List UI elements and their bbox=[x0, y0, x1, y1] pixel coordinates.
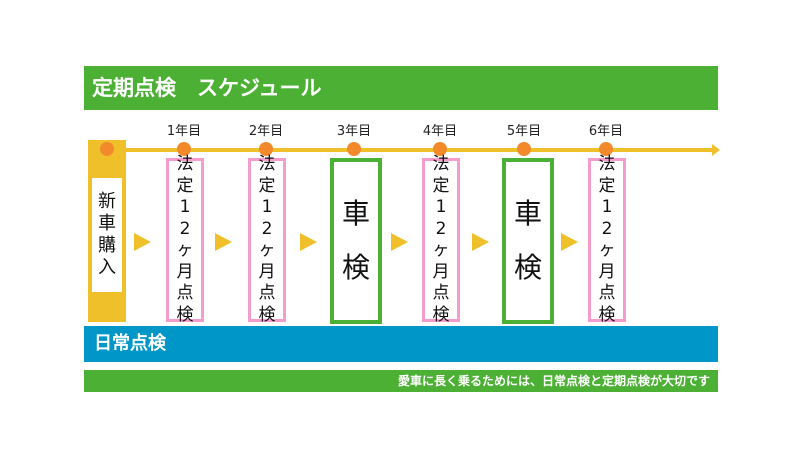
step-char: 1 bbox=[435, 197, 447, 217]
year-label-5: 5年目 bbox=[506, 124, 542, 139]
step-char: 定 bbox=[176, 175, 194, 196]
step-char: 検 bbox=[598, 304, 616, 325]
timeline-dot-2 bbox=[259, 142, 273, 156]
step-arrow-2 bbox=[215, 233, 232, 251]
step-char: 検 bbox=[513, 251, 542, 284]
timeline-dot-5 bbox=[517, 142, 531, 156]
step-box-legal-4: 法 定 1 2 ヶ 月 点 検 bbox=[588, 154, 626, 325]
step-char: 法 bbox=[432, 154, 450, 174]
step-arrow-3 bbox=[300, 233, 317, 251]
step-char: 2 bbox=[601, 218, 613, 239]
step-char: 車 bbox=[513, 197, 542, 230]
step-char: 月 bbox=[432, 261, 450, 282]
new-car-char: 購 bbox=[98, 235, 116, 256]
step-char: ヶ bbox=[432, 240, 450, 260]
step-box-legal-3: 法 定 1 2 ヶ 月 点 検 bbox=[422, 154, 460, 325]
step-char: 月 bbox=[598, 261, 616, 282]
step-box-shaken-2: 車 検 bbox=[502, 158, 554, 324]
timeline-dot-1 bbox=[177, 142, 191, 156]
new-car-char: 車 bbox=[98, 213, 116, 234]
step-char: 2 bbox=[179, 218, 191, 239]
year-label-2: 2年目 bbox=[248, 124, 284, 139]
step-char: ヶ bbox=[176, 240, 194, 260]
step-char: 2 bbox=[261, 218, 273, 239]
step-char: ヶ bbox=[598, 240, 616, 260]
year-label-4: 4年目 bbox=[422, 124, 458, 139]
step-char: 点 bbox=[598, 283, 616, 303]
step-char: 定 bbox=[258, 175, 276, 196]
step-char: ヶ bbox=[258, 240, 276, 260]
timeline-line bbox=[96, 148, 718, 152]
timeline-dot-6 bbox=[599, 142, 613, 156]
step-char: 定 bbox=[598, 175, 616, 196]
daily-inspection-bar: 日常点検 bbox=[84, 326, 718, 362]
step-char: 検 bbox=[432, 304, 450, 325]
step-char: 点 bbox=[176, 283, 194, 303]
step-char: 点 bbox=[432, 283, 450, 303]
step-arrow-1 bbox=[134, 233, 151, 251]
new-car-label: 新 車 購 入 bbox=[92, 178, 122, 292]
step-char: 法 bbox=[598, 154, 616, 174]
step-char: 1 bbox=[601, 197, 613, 217]
step-box-legal-2: 法 定 1 2 ヶ 月 点 検 bbox=[248, 154, 286, 325]
step-char: 1 bbox=[179, 197, 191, 217]
step-char: 検 bbox=[176, 304, 194, 325]
step-char: 定 bbox=[432, 175, 450, 196]
step-char: 1 bbox=[261, 197, 273, 217]
step-char: 車 bbox=[341, 197, 370, 230]
step-arrow-6 bbox=[561, 233, 578, 251]
timeline-dot-3 bbox=[347, 142, 361, 156]
footer-message: 愛車に長く乗るためには、日常点検と定期点検が大切です bbox=[84, 370, 718, 392]
step-char: 月 bbox=[176, 261, 194, 282]
timeline-arrowhead bbox=[712, 144, 720, 156]
step-arrow-4 bbox=[391, 233, 408, 251]
step-char: 点 bbox=[258, 283, 276, 303]
new-car-char: 入 bbox=[98, 257, 116, 278]
step-box-legal-1: 法 定 1 2 ヶ 月 点 検 bbox=[166, 154, 204, 325]
step-char: 検 bbox=[341, 251, 370, 284]
step-box-shaken-1: 車 検 bbox=[330, 158, 382, 324]
page-title: 定期点検 スケジュール bbox=[84, 66, 718, 110]
year-label-1: 1年目 bbox=[166, 124, 202, 139]
timeline-dot-start bbox=[100, 142, 114, 156]
step-char: 検 bbox=[258, 304, 276, 325]
new-car-char: 新 bbox=[98, 191, 116, 212]
step-char: 月 bbox=[258, 261, 276, 282]
step-char: 法 bbox=[176, 154, 194, 174]
step-arrow-5 bbox=[472, 233, 489, 251]
step-char: 2 bbox=[435, 218, 447, 239]
step-char: 法 bbox=[258, 154, 276, 174]
year-label-3: 3年目 bbox=[336, 124, 372, 139]
year-label-6: 6年目 bbox=[588, 124, 624, 139]
timeline-dot-4 bbox=[433, 142, 447, 156]
